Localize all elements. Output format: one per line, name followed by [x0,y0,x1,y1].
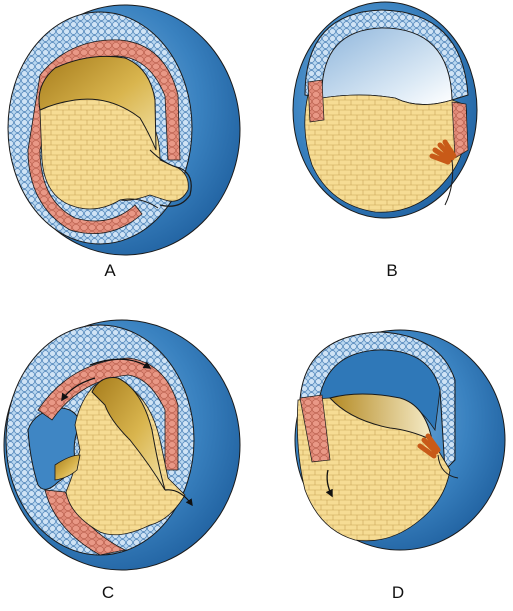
panel-b-mesoderm-left [307,79,325,123]
panel-c-archenteron-slit [54,454,81,481]
panel-b-label: B [386,261,397,280]
panel-b [292,1,478,219]
panel-c-label: C [102,583,114,602]
panel-b-mesoderm-right [451,101,469,159]
panel-c-involution-arrow-top [89,358,152,369]
panel-d-label: D [392,583,404,602]
panel-c [3,319,241,571]
panel-c-archenteron [91,377,166,491]
panel-c-mesoderm-band [37,357,179,471]
panel-d-blastopore-line [437,454,459,479]
panel-d-bottle-cells [417,433,441,459]
panel-b-bottle-cells [429,139,457,165]
panel-a [7,4,241,256]
panel-a-blastopore-line [119,198,159,209]
panel-a-blastopore-lip [149,149,192,207]
panel-d-movement-arrow [325,469,333,498]
panel-b-yolk-mass [304,94,467,213]
panel-d [294,329,506,551]
panel-b-blastopore-line [444,159,454,206]
panel-d-mesoderm-left [299,394,331,463]
panel-c-involution-arrow-left [61,377,96,402]
panel-c-blastopore-line [164,489,193,507]
panel-a-label: A [104,261,116,280]
panel-a-archenteron [38,55,157,151]
